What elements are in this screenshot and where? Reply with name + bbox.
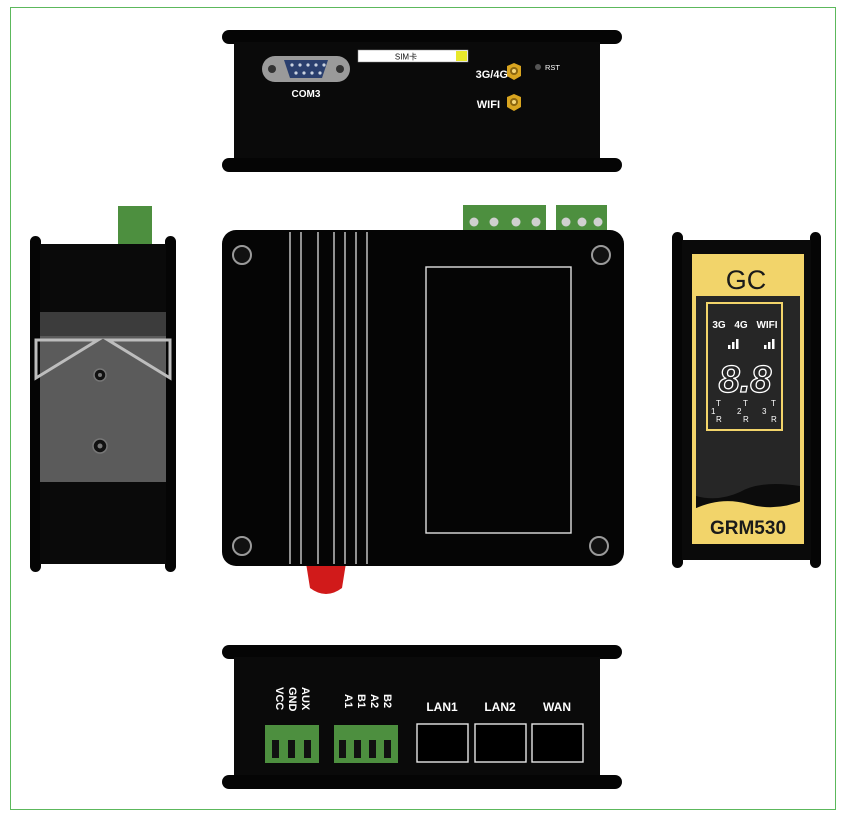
model-name: GRM530	[710, 518, 786, 539]
left-view-rail-right	[165, 236, 176, 572]
din-spring-left	[34, 338, 104, 381]
front-red-button	[306, 563, 346, 594]
pin-label-b1: B1	[355, 694, 367, 708]
left-view	[30, 206, 176, 572]
antenna-wifi-label: WIFI	[477, 99, 500, 111]
right-view-rail-left	[672, 232, 683, 568]
port-3-num: 3	[762, 407, 767, 416]
top-view: COM3 SIM卡 3G/4G WIFI RST	[222, 30, 622, 172]
pin-label-a1: A1	[342, 694, 354, 708]
right-view: GC 3G 4G WIFI 8.8 T 1 R T 2 R T 3 R	[672, 232, 821, 568]
bottom-view-upper-rail	[222, 645, 622, 659]
indicator-wifi: WIFI	[756, 320, 777, 331]
heat-sink-fins	[289, 232, 368, 564]
front-terminal-block-3pin	[556, 205, 607, 232]
right-view-rail-right	[810, 232, 821, 568]
power-terminal-block	[265, 725, 319, 763]
com3-label: COM3	[292, 89, 321, 100]
antenna-3g4g-connector-icon	[507, 63, 521, 80]
indicator-4g: 4G	[734, 320, 748, 331]
port-1-num: 1	[711, 407, 716, 416]
top-view-lower-rail	[222, 158, 622, 172]
front-terminal-block-4pin	[463, 205, 546, 232]
pin-label-aux: AUX	[299, 687, 311, 711]
antenna-wifi-connector-icon	[507, 94, 521, 111]
left-view-terminal-block	[118, 206, 152, 246]
label-window	[425, 266, 572, 534]
sim-slot	[357, 49, 469, 63]
port-2-r: R	[743, 415, 749, 424]
port-1-t: T	[716, 399, 721, 408]
sim-label: SIM卡	[395, 52, 417, 62]
mount-screw-icon	[92, 438, 108, 454]
front-view	[222, 205, 624, 594]
reset-button-icon	[535, 64, 541, 70]
lan1-port	[416, 723, 469, 763]
port-2-t: T	[743, 399, 748, 408]
signal-bars-icon	[728, 339, 739, 349]
lan2-port	[474, 723, 527, 763]
top-view-upper-rail	[222, 30, 622, 44]
din-rail-mount	[40, 336, 166, 482]
serial-pin-labels: A1 B1 A2 B2	[342, 694, 393, 708]
antenna-3g4g-label: 3G/4G	[476, 69, 508, 81]
front-body	[222, 230, 624, 566]
wan-port	[531, 723, 584, 763]
com3-serial-port	[262, 56, 350, 82]
din-clip-top	[40, 312, 166, 336]
pin-label-b2: B2	[381, 694, 393, 708]
corner-screws	[232, 245, 611, 556]
port-3-t: T	[771, 399, 776, 408]
pin-label-vcc: VCC	[273, 687, 285, 710]
serial-terminal-block	[334, 725, 398, 763]
lan2-label: LAN2	[484, 700, 516, 714]
port-status-indicators: T 1 R T 2 R T 3 R	[711, 399, 777, 424]
wan-label: WAN	[543, 700, 571, 714]
bottom-view-lower-rail	[222, 775, 622, 789]
signal-bars-icon	[764, 339, 775, 349]
led-display-frame	[706, 302, 783, 431]
brand-logo: GC	[726, 265, 767, 295]
port-2-num: 2	[737, 407, 742, 416]
diagram-border	[10, 7, 836, 810]
power-pin-labels: VCC GND AUX	[273, 687, 311, 712]
indicator-3g: 3G	[712, 320, 726, 331]
lan1-label: LAN1	[426, 700, 458, 714]
panel-wave	[692, 500, 804, 520]
bottom-view: VCC GND AUX A1 B1 A2 B2	[222, 645, 622, 789]
pin-label-a2: A2	[368, 694, 380, 708]
port-1-r: R	[716, 415, 722, 424]
port-3-r: R	[771, 415, 777, 424]
seven-segment-display: 8.8	[719, 359, 773, 401]
left-view-rail-left	[30, 236, 41, 572]
pin-label-gnd: GND	[286, 687, 298, 712]
mount-screw-icon	[93, 368, 107, 382]
reset-label: RST	[545, 63, 560, 72]
din-spring-right	[102, 338, 172, 381]
